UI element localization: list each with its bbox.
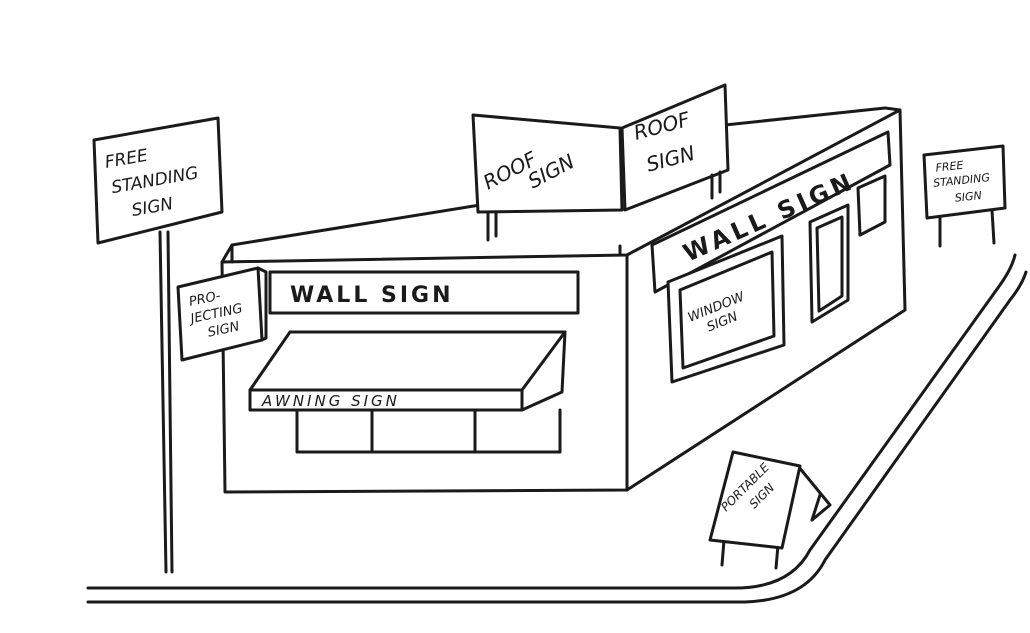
free-standing-right-line3: SIGN xyxy=(954,189,982,205)
projecting-sign: PRO- JECTING SIGN xyxy=(176,266,268,362)
roof-sign-right: ROOF SIGN xyxy=(620,83,730,212)
wall-sign-front: WALL SIGN xyxy=(268,270,580,315)
free-standing-sign-left: FREE STANDING SIGN xyxy=(92,116,224,574)
free-standing-right-line2: STANDING xyxy=(933,171,991,190)
free-standing-right-line1: FREE xyxy=(935,159,964,175)
portable-sign: PORTABLE SIGN xyxy=(708,450,832,570)
svg-text:FREE STANDING SIGN: FREE STANDING SIGN xyxy=(931,156,996,207)
projecting-sign-line1: PRO- xyxy=(188,289,223,310)
projecting-sign-line3: SIGN xyxy=(207,319,242,340)
curb xyxy=(86,253,1028,604)
wall-sign-front-text: WALL SIGN xyxy=(290,283,454,308)
awning-sign: AWNING SIGN xyxy=(248,330,567,412)
roof-sign-left: ROOF SIGN xyxy=(471,113,624,242)
free-standing-sign-right: FREE STANDING SIGN xyxy=(922,144,1007,248)
awning-sign-text: AWNING SIGN xyxy=(261,392,400,410)
building xyxy=(220,106,907,494)
window-sign: WINDOW SIGN xyxy=(666,234,786,384)
